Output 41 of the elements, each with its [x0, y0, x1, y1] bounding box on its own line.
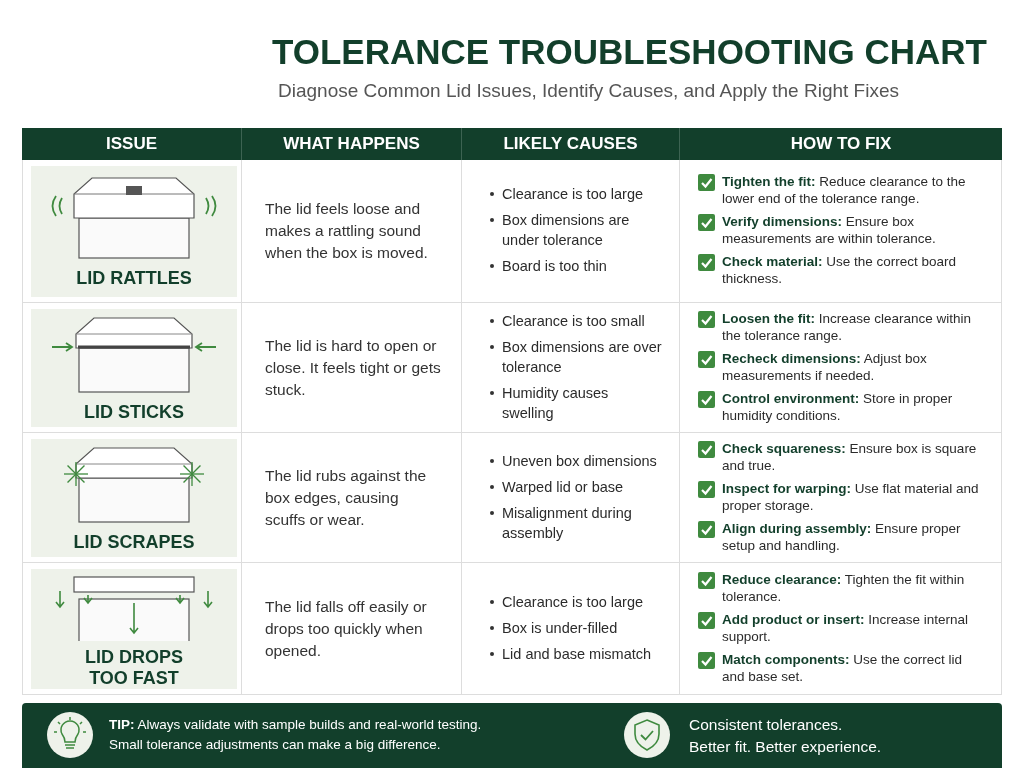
column-header: WHAT HAPPENS	[242, 128, 462, 160]
subtitle: Diagnose Common Lid Issues, Identify Causes, and Apply the Right Fixes	[278, 80, 899, 102]
issue-title: LID DROPS TOO FAST	[84, 647, 184, 689]
column-header: HOW TO FIX	[680, 128, 1002, 160]
fix-text: Add product or insert: Increase internal support.	[722, 610, 970, 645]
cause-text: Humidity causes swelling	[502, 383, 610, 423]
chart-title: TOLERANCE TROUBLESHOOTING CHART	[272, 32, 987, 72]
cause-text: Misalignment during assembly	[502, 503, 633, 543]
description-text: The lid falls off easily or drops too quickly when opened.	[265, 596, 428, 661]
fix-text: Reduce clearance: Tighten the fit within tolerance.	[722, 570, 966, 605]
cause-text: Clearance is too large	[502, 185, 644, 204]
cause-text: Box dimensions are over tolerance	[502, 337, 663, 377]
fix-text: Align during assembly: Ensure proper setup and handling.	[722, 519, 962, 554]
fix-text: Inspect for warping: Use flat material and proper storage.	[722, 479, 980, 514]
cause-text: Box dimensions are under tolerance	[502, 211, 631, 250]
fix-text: Check material: Use the correct board thickness.	[722, 253, 958, 287]
description-text: The lid is hard to open or close. It feels tight or gets stuck.	[265, 335, 442, 400]
column-header: ISSUE	[22, 128, 242, 160]
tip-text: TIP: Always validate with sample builds and real-world testing. Small tolerance adjustments can make a big difference.	[109, 716, 483, 754]
tagline-text: Consistent tolerances.	[689, 715, 843, 735]
cause-text: Uneven box dimensions	[502, 451, 657, 471]
fix-text: Recheck dimensions: Adjust box measurements if needed.	[722, 349, 928, 384]
fix-text: Check squareness: Ensure box is square and true.	[722, 439, 978, 474]
cause-text: Lid and base mismatch	[502, 644, 652, 664]
tagline-text: Better fit. Better experience.	[689, 737, 882, 757]
issue-title: LID RATTLES	[76, 268, 192, 289]
issue-title: LID STICKS	[84, 401, 184, 423]
issue-title: LID SCRAPES	[73, 531, 195, 553]
cause-text: Clearance is too large	[502, 592, 644, 612]
description-text: The lid feels loose and makes a rattling sound when the box is moved.	[265, 199, 429, 263]
fix-text: Match components: Use the correct lid and base set.	[722, 650, 964, 685]
cause-text: Clearance is too small	[502, 311, 645, 331]
cause-text: Board is too thin	[502, 257, 607, 276]
column-header: LIKELY CAUSES	[462, 128, 680, 160]
fix-text: Loosen the fit: Increase clearance within the tolerance range.	[722, 309, 973, 344]
description-text: The lid rubs against the box edges, causing scuffs or wear.	[265, 465, 428, 530]
fix-text: Tighten the fit: Reduce clearance to the lower end of the tolerance range.	[722, 173, 967, 207]
cause-text: Box is under-filled	[502, 618, 618, 638]
fix-text: Control environment: Store in proper humidity conditions.	[722, 389, 954, 424]
fix-text: Verify dimensions: Ensure box measurements are within tolerance.	[722, 213, 937, 247]
cause-text: Warped lid or base	[502, 477, 624, 497]
